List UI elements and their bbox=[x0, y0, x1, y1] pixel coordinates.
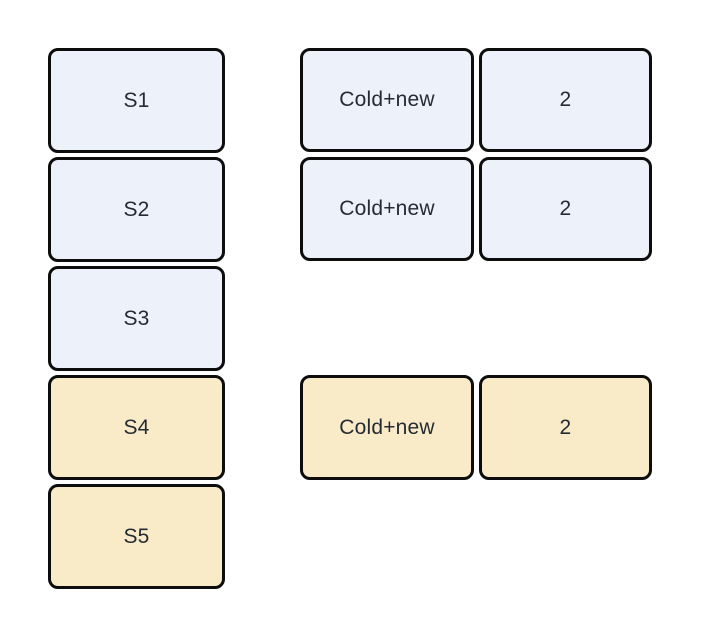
node-count-1: 2 bbox=[479, 48, 652, 152]
node-cold-new-3-label: Cold+new bbox=[339, 415, 435, 439]
node-s5-label: S5 bbox=[123, 524, 150, 548]
node-s4: S4 bbox=[48, 375, 225, 480]
node-count-1-label: 2 bbox=[559, 88, 572, 111]
node-s1: S1 bbox=[48, 48, 225, 153]
node-s3-label: S3 bbox=[123, 306, 150, 330]
node-s3: S3 bbox=[48, 266, 225, 371]
node-count-2-label: 2 bbox=[559, 197, 572, 220]
node-s2-label: S2 bbox=[123, 197, 150, 221]
node-count-2: 2 bbox=[479, 157, 652, 261]
node-cold-new-2-label: Cold+new bbox=[339, 197, 435, 220]
node-s5: S5 bbox=[48, 484, 225, 589]
node-s2: S2 bbox=[48, 157, 225, 262]
node-count-3-label: 2 bbox=[559, 415, 572, 439]
node-cold-new-2: Cold+new bbox=[300, 157, 474, 261]
node-cold-new-1: Cold+new bbox=[300, 48, 474, 152]
node-cold-new-1-label: Cold+new bbox=[339, 88, 435, 111]
node-s4-label: S4 bbox=[123, 415, 150, 439]
node-s1-label: S1 bbox=[123, 88, 150, 112]
node-count-3: 2 bbox=[479, 375, 652, 480]
node-cold-new-3: Cold+new bbox=[300, 375, 474, 480]
